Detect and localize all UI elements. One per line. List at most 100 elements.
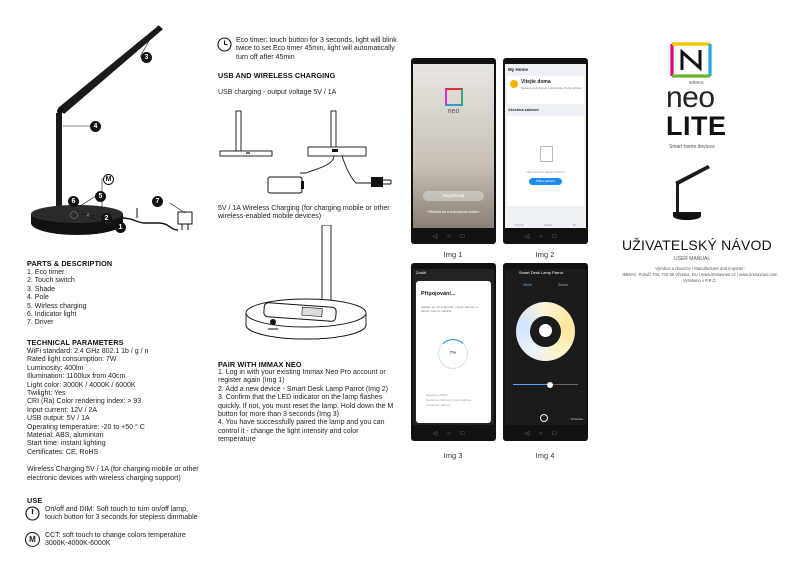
- phone-nav-icon: ◁○□: [432, 431, 475, 437]
- label-4: 4: [90, 121, 101, 132]
- wireless-text: 5V / 1A Wireless Charging (for charging …: [218, 205, 390, 221]
- driver: [177, 211, 193, 225]
- pair-step: 1. Log in with your existing Immax Neo P…: [218, 369, 386, 385]
- tech-item: Twilight: Yes: [27, 390, 66, 398]
- brightness-slider[interactable]: [513, 381, 578, 388]
- brand-tagline: Smart home devices: [669, 144, 715, 150]
- schedule-link[interactable]: Schedule: [570, 417, 583, 421]
- caption-img3: Img 3: [443, 451, 463, 460]
- lamp-pole: [56, 113, 62, 213]
- power-button-icon[interactable]: [540, 414, 548, 422]
- tech-heading: TECHNICAL PARAMETERS: [27, 338, 124, 347]
- devices-panel: Není uloženo žádné zařízení Přidat zaříz…: [507, 116, 584, 206]
- lamp-shade: [58, 26, 162, 114]
- part-item: 1. Eco timer: [27, 269, 65, 276]
- caption-img4: Img 4: [535, 451, 555, 460]
- timer-icon: [217, 37, 232, 52]
- manual-subtitle: USER MANUAL: [674, 256, 711, 262]
- tech-item: CRI (Ra) Color rendering index: > 93: [27, 398, 142, 406]
- pair-steps: 1. Log in with your existing Immax Neo P…: [218, 369, 396, 445]
- empty-device-icon: [540, 146, 553, 162]
- phone-img1: neo Registrovat Přihlásit se s existujíc…: [411, 58, 496, 244]
- add-device-button[interactable]: Přidat zařízení: [529, 178, 562, 185]
- home-selector[interactable]: My Home: [508, 67, 529, 72]
- tech-item: Material: ABS, aluminum: [27, 432, 104, 440]
- register-button[interactable]: Registrovat: [423, 191, 484, 201]
- cancel-link[interactable]: Zrušit: [416, 270, 426, 275]
- part-item: 3. Shade: [27, 285, 56, 293]
- welcome-sub: Nastavte svůj domov a obsluhujte chytrá …: [521, 86, 582, 90]
- pair-heading: PAIR WITH IMMAX NEO: [218, 360, 302, 369]
- cct-text: CCT: soft touch to change colors tempera…: [45, 532, 186, 548]
- phone-nav-icon: ◁○□: [524, 234, 567, 240]
- onoff-text: On/off and DIM: Soft touch to turn on/of…: [45, 506, 198, 522]
- part-item: 5. Wirless charging: [27, 302, 87, 310]
- color-temp-wheel[interactable]: [516, 302, 575, 361]
- label-1: 1: [115, 222, 126, 233]
- phone-img4-screen: Smart Desk Lamp Parrot White Scene Sched…: [505, 269, 586, 425]
- phone-img3: Zrušit Připojování... Ujistěte se, že sm…: [411, 263, 496, 441]
- part-item: 2. Touch switch: [27, 277, 75, 285]
- connect-step: Inicializace zařízení: [426, 403, 451, 407]
- tab-me[interactable]: Já: [572, 223, 576, 227]
- tech-item: Start time: instant lighting: [27, 440, 106, 448]
- tech-item: Luminosity: 400lm: [27, 364, 84, 372]
- slider-handle[interactable]: [546, 381, 553, 388]
- part-item: 6. Indicator light: [27, 311, 77, 319]
- login-link[interactable]: Přihlásit se s existujícím účtem: [427, 210, 480, 214]
- phone-img4: Smart Desk Lamp Parrot White Scene Sched…: [503, 263, 588, 441]
- bulb-icon: [539, 324, 552, 337]
- pair-step: 4. You have successfully paired the lamp…: [218, 419, 385, 444]
- connecting-title: Připojování...: [421, 291, 456, 297]
- tab-smart[interactable]: Smart: [543, 223, 552, 227]
- device-title: Smart Desk Lamp Parrot: [519, 270, 564, 275]
- tech-item: WiFi standard: 2.4 GHz 802.1 1b / g / n: [27, 348, 149, 355]
- phone-img1-screen: neo Registrovat Přihlásit se s existujíc…: [413, 64, 494, 228]
- connecting-card: Připojování... Ujistěte se, že směrovač,…: [416, 281, 491, 423]
- eco-text: Eco timer: touch button for 3 seconds, l…: [236, 37, 397, 61]
- phone-img3-screen: Zrušit Připojování... Ujistěte se, že sm…: [413, 269, 494, 425]
- progress-percent: 7%: [449, 350, 457, 355]
- tech-section: TECHNICAL PARAMETERS WiFi standard: 2.4 …: [27, 338, 202, 483]
- label-3: 3: [141, 52, 152, 63]
- usb-text: USB charging - output voltage 5V / 1A: [218, 89, 337, 96]
- product-lamp-image: [673, 165, 710, 220]
- bottom-tabs: Domů Smart Já: [505, 223, 586, 227]
- part-item: 4. Pole: [27, 294, 49, 302]
- m-icon: M: [25, 532, 40, 547]
- tech-item: Light color: 3000K / 4000K / 6000K: [27, 381, 136, 389]
- parts-heading: PARTS & DESCRIPTION: [27, 259, 113, 268]
- label-2: 2: [101, 213, 112, 224]
- usb-illustration: [219, 110, 392, 194]
- immax-neo-logo-icon: [670, 42, 712, 78]
- tab-white[interactable]: White: [523, 283, 532, 287]
- phone-nav-icon: ◁○□: [432, 234, 475, 240]
- manual-title: UŽIVATELSKÝ NÁVOD: [622, 237, 772, 253]
- maker-line: IMMAX, Pohoří 703, 742 85 Vřesina, EU | …: [622, 272, 778, 277]
- maker-line: Výrobce a dovozce / Manufacturer and imp…: [655, 266, 745, 271]
- phone-img2-screen: My Home Vitejte doma Nastavte svůj domov…: [505, 64, 586, 228]
- tab-home[interactable]: Domů: [515, 223, 524, 227]
- welcome-title: Vitejte doma: [521, 79, 551, 85]
- empty-text: Není uloženo žádné zařízení: [526, 170, 565, 174]
- neo-logo-icon: [445, 88, 463, 106]
- brand-lite: LITE: [666, 111, 727, 141]
- maker-line: Vyrobeno v P.R.C.: [683, 278, 717, 283]
- usb-heading: USB AND WIRELESS CHARGING: [218, 71, 336, 80]
- parts-section: PARTS & DESCRIPTION 1. Eco timer 2. Touc…: [27, 259, 207, 328]
- tech-item: Operating temperature: -20 to +50 ° C: [27, 423, 145, 431]
- connect-step: Nalezení zařízení: [426, 393, 448, 397]
- caption-img2: Img 2: [535, 250, 555, 259]
- wireless-illustration: [245, 225, 367, 340]
- home-icon: [510, 80, 518, 88]
- label-7: 7: [152, 196, 163, 207]
- wireless-note: Wireless Charging 5V / 1A (for charging …: [27, 466, 199, 482]
- phone-nav-icon: ◁○□: [524, 431, 567, 437]
- tech-item: Input current: 12V / 2A: [27, 406, 98, 414]
- tech-item: Certificates: CE, RoHS: [27, 448, 99, 456]
- label-6: 6: [68, 196, 79, 207]
- caption-img1: Img 1: [443, 250, 463, 259]
- tab-scene[interactable]: Scene: [558, 283, 568, 287]
- pair-step: 3. Confirm that the LED indicator on the…: [218, 394, 394, 419]
- all-devices-label: Všechna zařízení: [508, 108, 539, 112]
